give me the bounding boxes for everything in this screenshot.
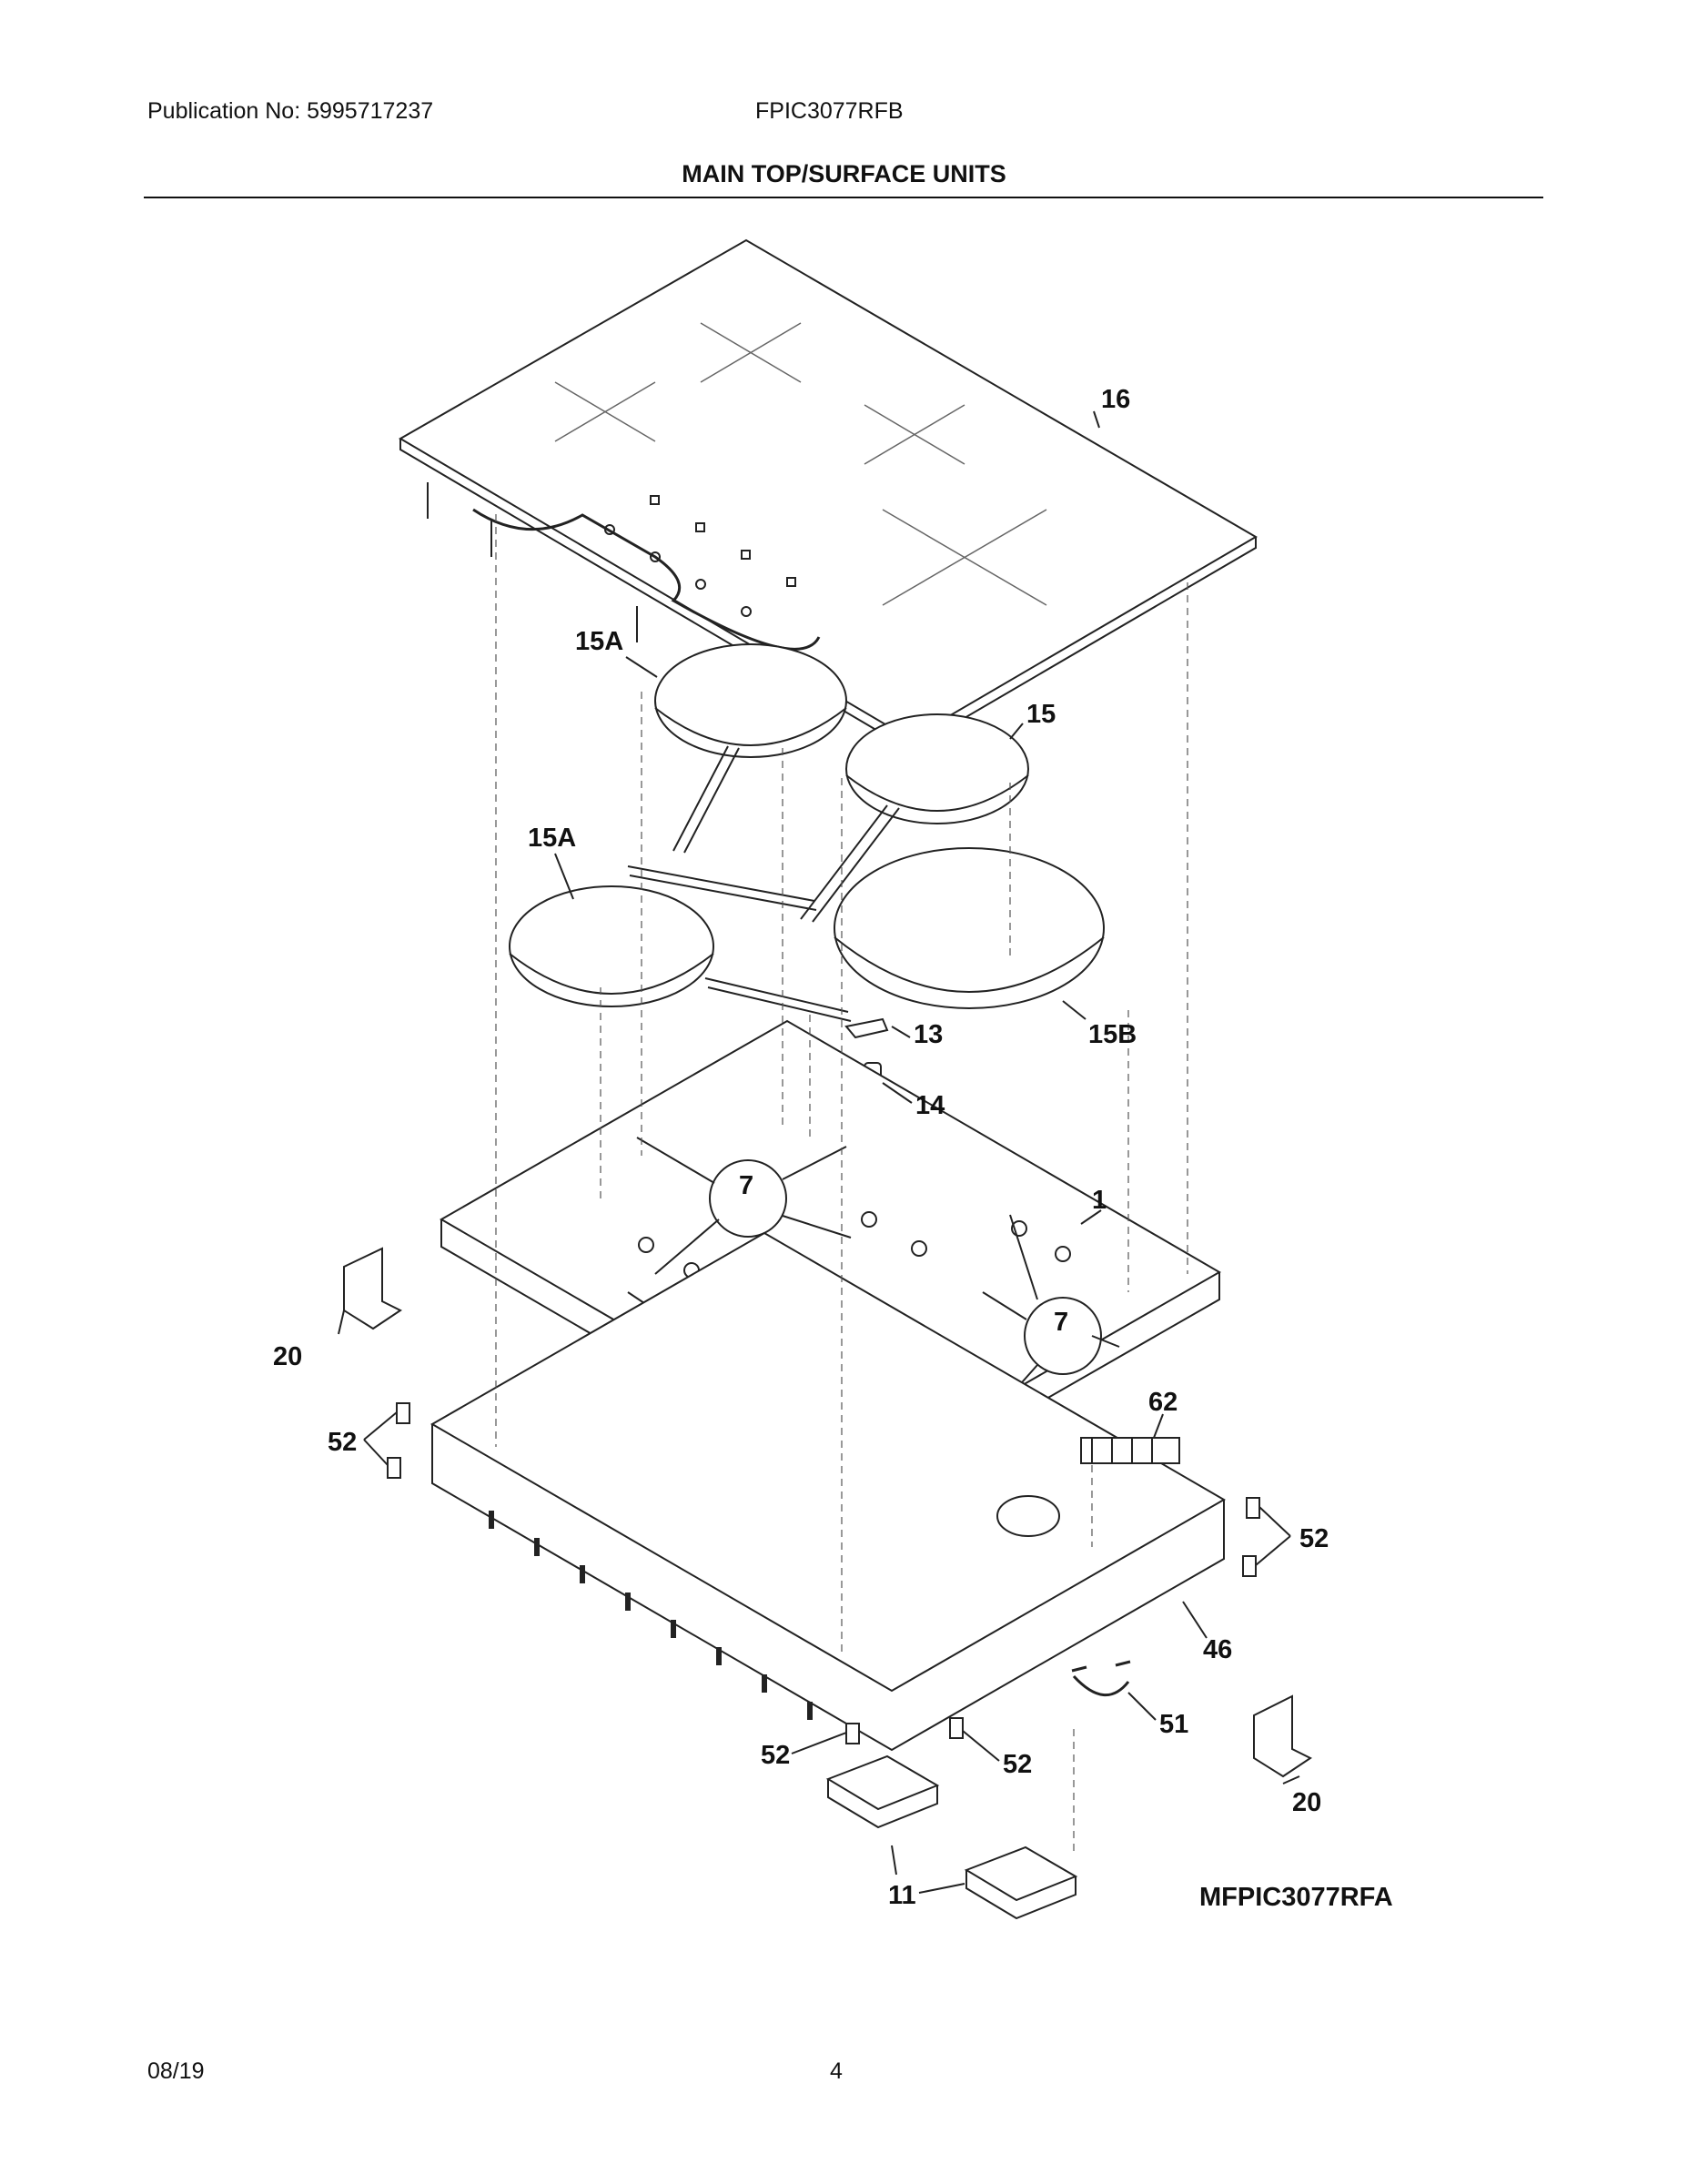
page-number: 4 <box>830 2058 843 2084</box>
bracket-part-20-left <box>343 1247 402 1330</box>
terminal-block-part-62 <box>1080 1437 1180 1464</box>
element-part-15b <box>834 847 1105 1009</box>
clamp-part-51 <box>1071 1660 1131 1696</box>
model-number: FPIC3077RFB <box>755 98 904 124</box>
callout-15: 15 <box>1026 700 1056 729</box>
element-part-15a-left <box>509 865 852 1022</box>
callout-20-right: 20 <box>1292 1788 1321 1817</box>
bracket-part-20-right <box>1253 1694 1312 1778</box>
callout-13: 13 <box>914 1020 943 1049</box>
publication-number: Publication No: 5995717237 <box>147 98 434 124</box>
glass-cooktop-part-16 <box>399 238 1258 752</box>
callout-7-right: 7 <box>1054 1308 1068 1337</box>
alignment-lines <box>495 514 1188 1856</box>
callout-7-left: 7 <box>739 1171 753 1200</box>
title-rule <box>144 197 1543 198</box>
callout-62: 62 <box>1148 1388 1178 1417</box>
callout-20-left: 20 <box>273 1342 302 1371</box>
callout-15a-left: 15A <box>528 824 576 853</box>
callout-15a-top: 15A <box>575 627 623 656</box>
clip-part-52-group <box>387 1402 1260 1744</box>
callout-52-left: 52 <box>328 1428 357 1457</box>
callout-leaders <box>338 410 1300 1894</box>
element-part-15 <box>800 713 1029 923</box>
callout-14: 14 <box>915 1091 945 1120</box>
publication-date: 08/19 <box>147 2058 205 2084</box>
callout-52-bottom-right: 52 <box>1003 1750 1032 1779</box>
base-box-part-46 <box>430 1231 1226 1752</box>
page-title: MAIN TOP/SURFACE UNITS <box>682 160 1006 187</box>
callout-52-right: 52 <box>1299 1524 1329 1553</box>
callout-51: 51 <box>1159 1710 1188 1739</box>
callout-11: 11 <box>888 1881 916 1910</box>
callout-16: 16 <box>1101 385 1130 414</box>
diagram-code: MFPIC3077RFA <box>1199 1883 1393 1912</box>
bracket-part-11-upper <box>825 1754 940 1829</box>
callout-1: 1 <box>1092 1186 1107 1215</box>
bracket-part-13 <box>844 1017 889 1039</box>
element-part-15a-top <box>654 643 847 854</box>
callout-15b: 15B <box>1088 1020 1137 1049</box>
bracket-part-11-lower <box>964 1845 1078 1920</box>
callout-46: 46 <box>1203 1635 1232 1664</box>
callout-52-bottom-left: 52 <box>761 1741 790 1770</box>
